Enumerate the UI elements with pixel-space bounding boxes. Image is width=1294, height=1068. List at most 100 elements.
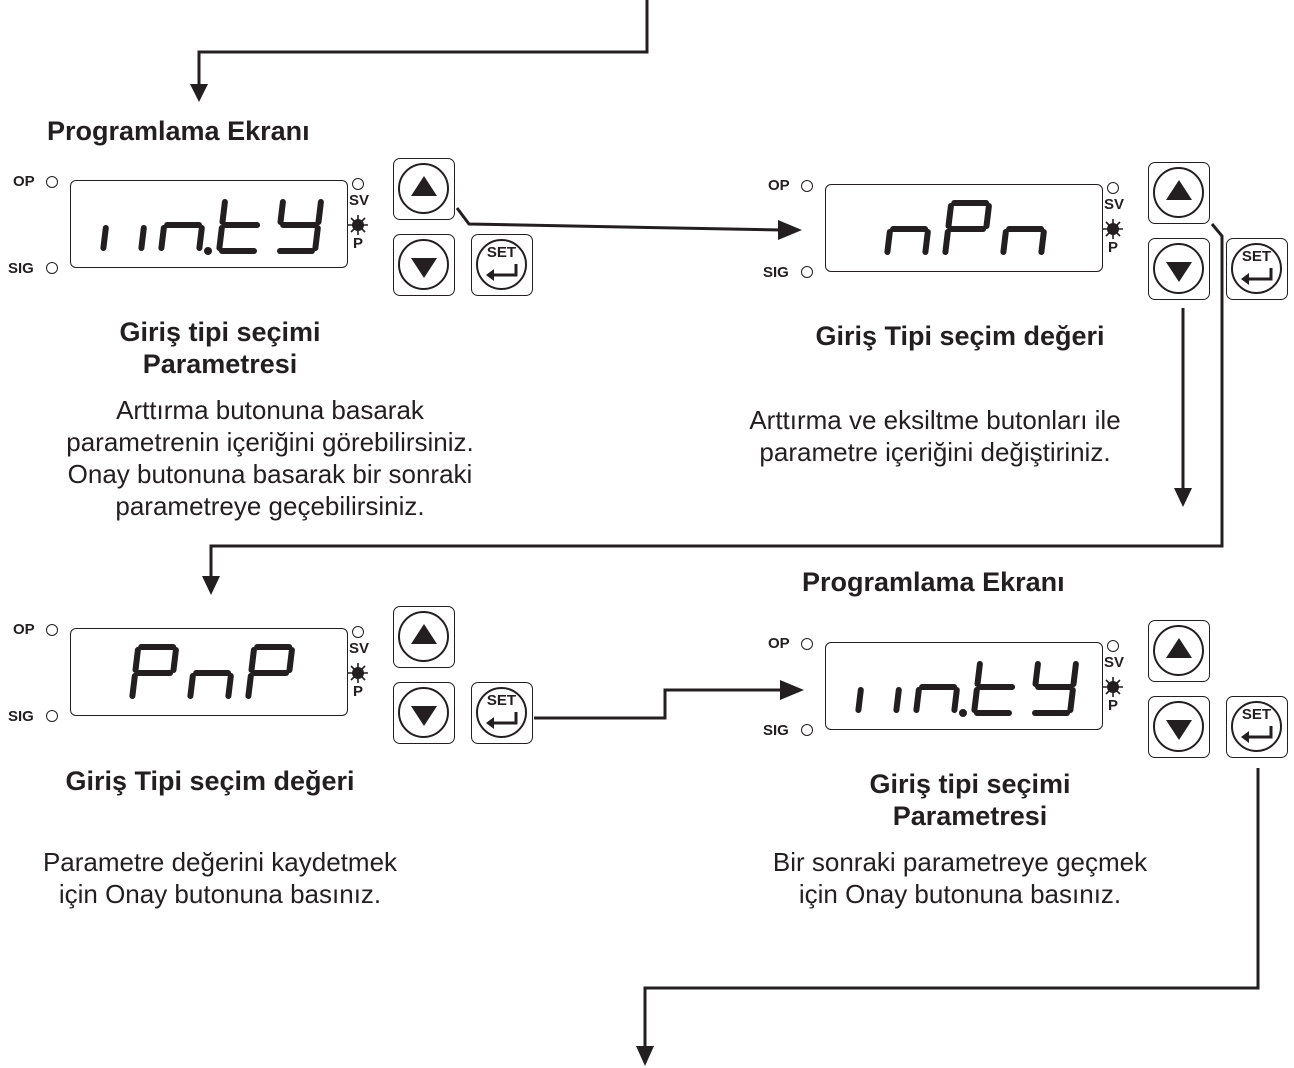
up-arrow-icon — [1166, 180, 1192, 200]
display-digit — [129, 644, 179, 699]
digit-segment — [922, 229, 931, 255]
digit-segment — [971, 687, 980, 713]
up-button[interactable] — [1148, 620, 1210, 682]
up-button[interactable] — [1148, 162, 1210, 224]
digit-segment — [225, 673, 234, 699]
down-button[interactable] — [1148, 696, 1210, 758]
step1-caption-line2: Parametresi — [142, 349, 298, 379]
p-label: P — [353, 683, 364, 700]
digit-segment — [216, 225, 225, 251]
set-button[interactable]: SET — [471, 234, 533, 296]
up-button[interactable] — [393, 606, 455, 668]
sv-indicator-led — [352, 178, 364, 190]
set-label: SET — [486, 692, 517, 709]
sv-indicator-led — [352, 626, 364, 638]
op-label: OP — [13, 621, 35, 638]
digit-segment — [1032, 661, 1041, 687]
sig-label: SIG — [763, 722, 789, 739]
controller-panel-2: OP SIG SV P SET — [760, 162, 1294, 312]
digit-segment — [1070, 661, 1079, 687]
enter-icon — [486, 712, 518, 729]
digit-segment — [196, 225, 205, 251]
digit-segment — [187, 673, 196, 699]
down-button[interactable] — [393, 682, 455, 744]
op-label: OP — [13, 173, 35, 190]
digit-segment — [245, 673, 254, 699]
digit-segment — [219, 199, 228, 225]
digit-segment — [312, 225, 321, 251]
digit-segment — [974, 661, 983, 687]
arrowhead-panel3 — [202, 576, 220, 595]
display-digits — [884, 200, 1047, 255]
digit-segment — [170, 647, 179, 673]
sig-indicator-led — [46, 710, 58, 722]
step2-caption: Giriş Tipi seçim değeri — [815, 321, 1105, 351]
display-digit — [1032, 661, 1079, 716]
arrowhead-bottom — [636, 1046, 654, 1066]
digit-segment — [983, 203, 992, 229]
display-digits — [100, 199, 324, 255]
seven-segment-display — [825, 642, 1103, 730]
arrowhead-panel2 — [778, 220, 802, 240]
arrowhead-panel4 — [780, 680, 804, 700]
display-digit — [187, 670, 234, 699]
step1-caption-line1: Giriş tipi seçimi — [119, 317, 321, 347]
digit-segment — [315, 199, 324, 225]
up-button[interactable] — [393, 158, 455, 220]
display-digit — [245, 644, 295, 699]
flow-line-bottom — [643, 768, 1260, 1048]
seven-segment-display — [70, 180, 348, 268]
step3-desc-line: için Onay butonuna basınız. — [58, 879, 382, 909]
sig-indicator-led — [801, 724, 813, 736]
led-icon — [1103, 677, 1123, 697]
step4-description: Bir sonraki parametreye geçmek için Onay… — [720, 846, 1200, 910]
set-button[interactable]: SET — [1226, 238, 1288, 300]
display-digit — [1000, 226, 1047, 255]
enter-icon — [1241, 268, 1273, 285]
digit-segment — [286, 647, 295, 673]
display-digit — [216, 199, 261, 254]
p-label: P — [353, 235, 364, 252]
display-digit — [100, 225, 147, 251]
digit-segment — [277, 199, 286, 225]
op-label: OP — [768, 635, 790, 652]
sv-indicator-led — [1107, 640, 1119, 652]
down-button[interactable] — [393, 234, 455, 296]
display-digit — [884, 226, 931, 255]
flow-line-panel2-to-panel3 — [209, 223, 1224, 578]
set-button[interactable]: SET — [1226, 696, 1288, 758]
op-indicator-led — [46, 624, 58, 636]
display-digit — [971, 661, 1016, 716]
digit-segment — [855, 687, 864, 713]
decimal-point — [204, 247, 212, 255]
step1-desc-line: Arttırma butonuna basarak — [116, 395, 424, 425]
down-button[interactable] — [1148, 238, 1210, 300]
step4-desc-line: Bir sonraki parametreye geçmek — [772, 847, 1148, 877]
op-indicator-led — [46, 176, 58, 188]
set-label: SET — [1241, 706, 1272, 723]
step4-desc-line: için Onay butonuna basınız. — [798, 879, 1122, 909]
digit-segment — [942, 229, 951, 255]
flow-line-top — [197, 0, 649, 86]
flow-line-panel1-to-panel2 — [455, 207, 782, 232]
step1-description: Arttırma butonuna basarak parametrenin i… — [0, 394, 540, 522]
step4-caption: Giriş tipi seçimi Parametresi — [770, 768, 1170, 832]
digit-segment — [129, 673, 138, 699]
step4-caption-line1: Giriş tipi seçimi — [869, 769, 1071, 799]
controller-panel-1: OP SIG SV P SET — [5, 158, 545, 308]
display-digit — [855, 687, 902, 713]
seven-segment-display — [825, 184, 1103, 272]
down-arrow-icon — [1166, 720, 1192, 740]
set-button[interactable]: SET — [471, 682, 533, 744]
step2-desc-line: Arttırma ve eksiltme butonları ile — [749, 405, 1121, 435]
sv-label: SV — [1104, 196, 1125, 213]
digit-segment — [100, 225, 109, 251]
sig-label: SIG — [8, 260, 34, 277]
step1-desc-line: Onay butonuna basarak bir sonraki — [67, 459, 473, 489]
display-digit — [913, 684, 967, 717]
digit-segment — [158, 225, 167, 251]
digit-segment — [248, 647, 257, 673]
p-label: P — [1108, 697, 1119, 714]
led-icon — [348, 215, 368, 235]
